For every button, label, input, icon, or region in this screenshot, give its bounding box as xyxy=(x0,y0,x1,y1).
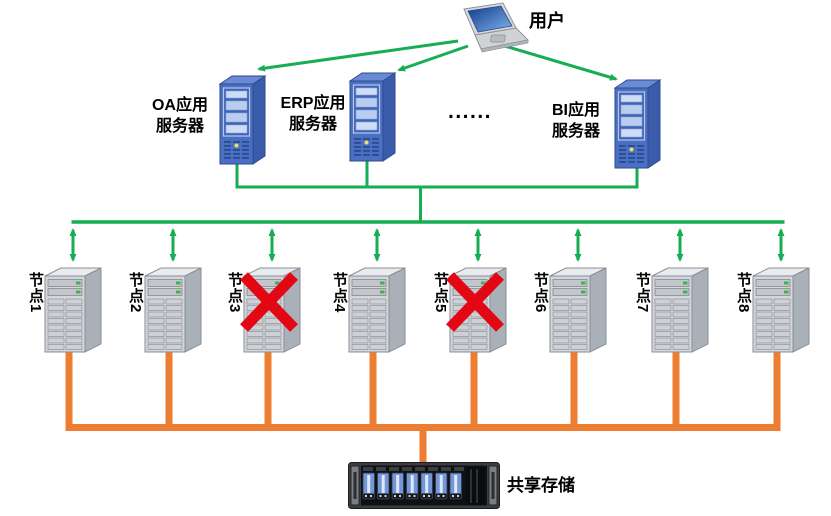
node-label: 节点3 xyxy=(226,272,243,314)
bi-server-label-line1: BI应用 xyxy=(551,102,600,119)
node-server-icon xyxy=(347,266,413,361)
erp-server-icon xyxy=(347,69,399,168)
shared-storage-label: 共享存储 xyxy=(507,476,575,495)
oa-server-label: OA应用 服务器 xyxy=(146,95,214,137)
failure-x-icon xyxy=(236,268,302,341)
node-label: 节点4 xyxy=(331,272,348,314)
oa-server-label-line1: OA应用 xyxy=(151,97,208,114)
erp-server-label-line1: ERP应用 xyxy=(280,95,346,112)
node-server-icon xyxy=(548,266,614,361)
user-label: 用户 xyxy=(529,11,565,31)
node-label: 节点2 xyxy=(127,272,144,314)
node-label: 节点6 xyxy=(532,272,549,314)
node-label: 节点7 xyxy=(634,272,651,314)
bi-server-label: BI应用 服务器 xyxy=(542,100,610,142)
user-server-links xyxy=(257,39,618,81)
node-server-icon xyxy=(650,266,716,361)
server-bus-links xyxy=(71,156,785,224)
oa-server-label-line2: 服务器 xyxy=(155,118,204,135)
erp-server-label: ERP应用 服务器 xyxy=(277,93,349,135)
node-storage-links xyxy=(65,340,781,465)
node-server-icon xyxy=(143,266,209,361)
more-servers-ellipsis: ...... xyxy=(448,100,493,123)
node-label: 节点8 xyxy=(735,272,752,314)
failure-x-icon xyxy=(442,268,508,341)
node-label: 节点5 xyxy=(432,272,449,314)
oa-server-icon xyxy=(217,72,269,171)
bi-server-label-line2: 服务器 xyxy=(551,123,600,140)
shared-storage-icon xyxy=(348,462,500,514)
node-label: 节点1 xyxy=(27,272,44,314)
node-server-icon xyxy=(43,266,109,361)
laptop-icon xyxy=(448,2,534,56)
bus-node-arrows xyxy=(69,228,785,262)
erp-server-label-line2: 服务器 xyxy=(288,116,337,133)
node-server-icon xyxy=(751,266,817,361)
bi-server-icon xyxy=(612,76,664,175)
